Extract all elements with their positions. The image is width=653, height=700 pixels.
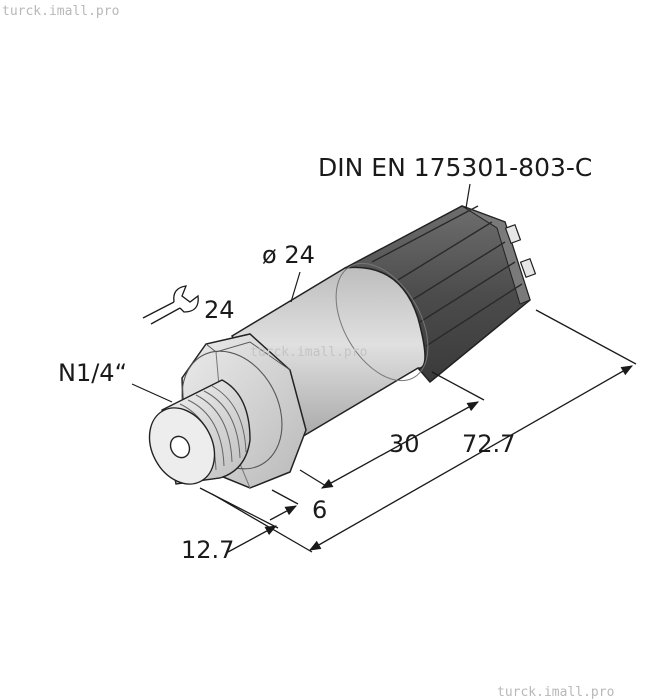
dimension-6-label: 6 bbox=[312, 496, 327, 524]
dimension-30-label: 30 bbox=[389, 430, 420, 458]
connector-leader-line bbox=[465, 183, 471, 209]
dimension-12-7-label: 12.7 bbox=[181, 536, 234, 564]
connector-standard-label: DIN EN 175301-803-C bbox=[318, 153, 592, 182]
sensor-assembly bbox=[148, 205, 537, 489]
wrench-size-label: 24 bbox=[204, 296, 235, 324]
thread-leader-line bbox=[131, 383, 173, 403]
threaded-stem bbox=[148, 379, 251, 485]
diameter-leader-line bbox=[290, 271, 301, 303]
watermark-bottom-right: turck.imall.pro bbox=[497, 685, 614, 700]
dimension-72-7-label: 72.7 bbox=[462, 430, 515, 458]
thread-label: N1/4“ bbox=[58, 359, 127, 387]
connector-housing bbox=[343, 205, 537, 384]
dimension-72-7 bbox=[211, 309, 637, 553]
watermark-center: turck.imall.pro bbox=[250, 345, 367, 360]
dimension-12-7 bbox=[199, 487, 279, 553]
wrench-icon bbox=[142, 285, 199, 325]
watermark-top-left: turck.imall.pro bbox=[2, 4, 119, 19]
dimension-6 bbox=[269, 489, 299, 521]
diameter-label: ø 24 bbox=[262, 241, 315, 269]
